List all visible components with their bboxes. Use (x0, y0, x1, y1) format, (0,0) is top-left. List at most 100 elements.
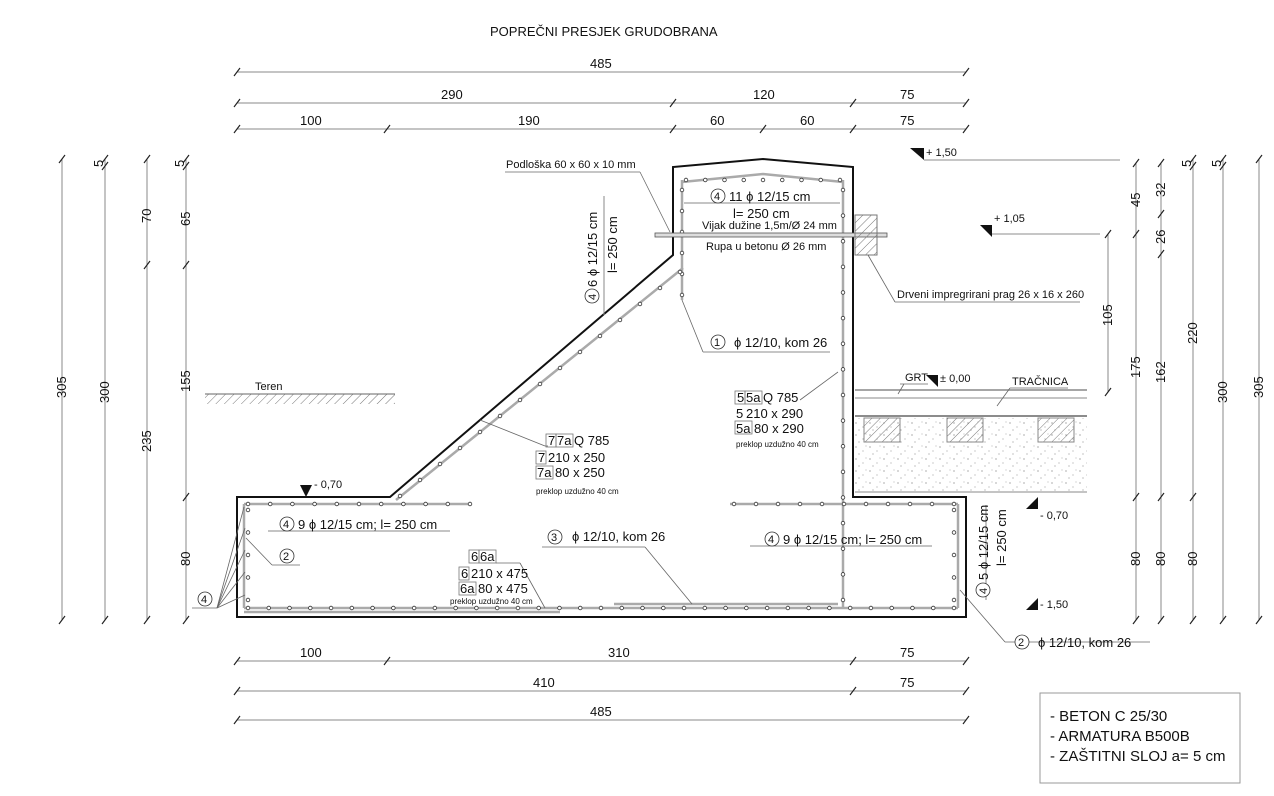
rebar-dot (840, 572, 846, 577)
dim-b-410: 410 (533, 675, 555, 690)
rebar-dot (840, 495, 846, 500)
svg-text:80 x 250: 80 x 250 (555, 465, 605, 480)
rebar-dot (445, 501, 450, 507)
svg-text:6 ϕ 12/15 cm: 6 ϕ 12/15 cm (585, 212, 600, 287)
dim-l-5: 5 (91, 160, 106, 167)
dimension-tick (1132, 492, 1140, 502)
rebar-dot (702, 605, 708, 611)
svg-text:5a: 5a (736, 421, 751, 436)
dim-l-235: 235 (139, 430, 154, 452)
rebar-dot (799, 177, 804, 183)
rebar-dot (951, 501, 957, 507)
dim-r-175: 175 (1128, 356, 1143, 378)
top-bar-annotation: 4 11 ϕ 12/15 cm l= 250 cm (684, 188, 840, 221)
rebar-dot (467, 501, 473, 507)
dimension-tick (1157, 158, 1165, 168)
rebar-dot (457, 445, 463, 451)
hole-label: Rupa u betonu Ø 26 mm (706, 241, 826, 253)
dimension-tick (182, 154, 190, 164)
dimension-tick (1157, 249, 1165, 259)
dimension-tick (1157, 615, 1165, 625)
rebar-dot (328, 605, 334, 611)
rebar-dot (841, 501, 847, 507)
level-left-base: - 0,70 (314, 479, 342, 491)
dim-b-75b: 75 (900, 675, 914, 690)
svg-text:3: 3 (551, 532, 557, 544)
dimension-tick (1132, 158, 1140, 168)
dimension-tick (58, 154, 66, 164)
dimension-tick (182, 161, 190, 171)
rebar-dot (819, 501, 825, 507)
rebar-dot (349, 605, 355, 611)
dimension-tick (233, 715, 241, 725)
dimension-tick (383, 124, 391, 134)
dim-120: 120 (753, 87, 775, 102)
track-bed: GRT TRAČNICA (855, 372, 1087, 493)
rebar-dot (474, 605, 479, 611)
rebar-dot (837, 177, 843, 183)
rebar-dot (929, 501, 935, 507)
dim-r-80c: 80 (1185, 552, 1200, 566)
dimension-tick (233, 124, 241, 134)
rebar-dot (557, 605, 562, 611)
rebar-dot (863, 501, 869, 507)
svg-text:11 ϕ 12/15 cm: 11 ϕ 12/15 cm (729, 189, 810, 204)
dimension-tick (1219, 615, 1227, 625)
dim-75b: 75 (900, 113, 914, 128)
level-top: + 1,50 (926, 147, 957, 159)
svg-text:l= 250 cm: l= 250 cm (605, 216, 620, 273)
dim-r-26: 26 (1153, 230, 1168, 244)
rebar-dot (840, 469, 846, 475)
svg-text:ϕ 12/10, kom 26: ϕ 12/10, kom 26 (1038, 635, 1131, 650)
dim-l-5b: 5 (172, 160, 187, 167)
dimension-tick (962, 715, 970, 725)
rebar-dot (889, 605, 894, 611)
rebar-dot (453, 605, 458, 611)
rebar-dot (640, 605, 645, 611)
rebar-dot (245, 575, 251, 580)
dim-290: 290 (441, 87, 463, 102)
slope-bar-annotation: 4 6 ϕ 12/15 cm l= 250 cm (584, 196, 620, 315)
svg-text:5a: 5a (746, 390, 761, 405)
rebar-dot (557, 365, 563, 371)
stirrup-1-annotation: 1 ϕ 12/10, kom 26 (681, 299, 830, 353)
rebar-dot (657, 285, 663, 291)
dimension-tick (1104, 387, 1112, 397)
rebar-dot (266, 605, 271, 611)
dim-l-70: 70 (139, 209, 154, 223)
svg-text:7a: 7a (557, 433, 572, 448)
level-bolt: + 1,05 (994, 213, 1025, 225)
rebar-dot (840, 187, 846, 193)
dimension-tick (143, 260, 151, 270)
dimension-tick (1132, 229, 1140, 239)
dim-l-65: 65 (178, 212, 193, 226)
rebar-dot (411, 605, 417, 611)
rebar-dot (432, 605, 438, 611)
svg-text:5 ϕ 12/15 cm: 5 ϕ 12/15 cm (976, 505, 991, 580)
rebar-dot (617, 317, 623, 323)
svg-text:4: 4 (201, 594, 207, 606)
rebar-dot (744, 605, 749, 611)
svg-text:1: 1 (714, 337, 720, 349)
dimension-tick (1104, 229, 1112, 239)
dimension-tick (58, 615, 66, 625)
rebar-dot (536, 605, 541, 611)
rebar-dot (619, 605, 624, 611)
rebar-dot (951, 605, 957, 611)
note-rebar: - ARMATURA B500B (1050, 728, 1190, 745)
rebar-dot (637, 301, 643, 307)
svg-text:ϕ 12/10, kom 26: ϕ 12/10, kom 26 (572, 529, 665, 544)
svg-text:4: 4 (714, 191, 720, 203)
dim-r-300: 300 (1215, 381, 1230, 403)
grt-label: GRT (905, 372, 928, 384)
svg-text:7: 7 (538, 450, 545, 465)
dim-r-45: 45 (1128, 193, 1143, 207)
top-dimensions: 485 290 120 75 100 190 60 60 75 (233, 56, 970, 134)
rebar-dot (370, 605, 375, 611)
rebar-dot (741, 177, 746, 183)
level-zero: ± 0,00 (940, 373, 971, 385)
concrete-section (236, 157, 967, 618)
svg-text:l= 250 cm: l= 250 cm (733, 206, 790, 221)
dim-60b: 60 (800, 113, 814, 128)
